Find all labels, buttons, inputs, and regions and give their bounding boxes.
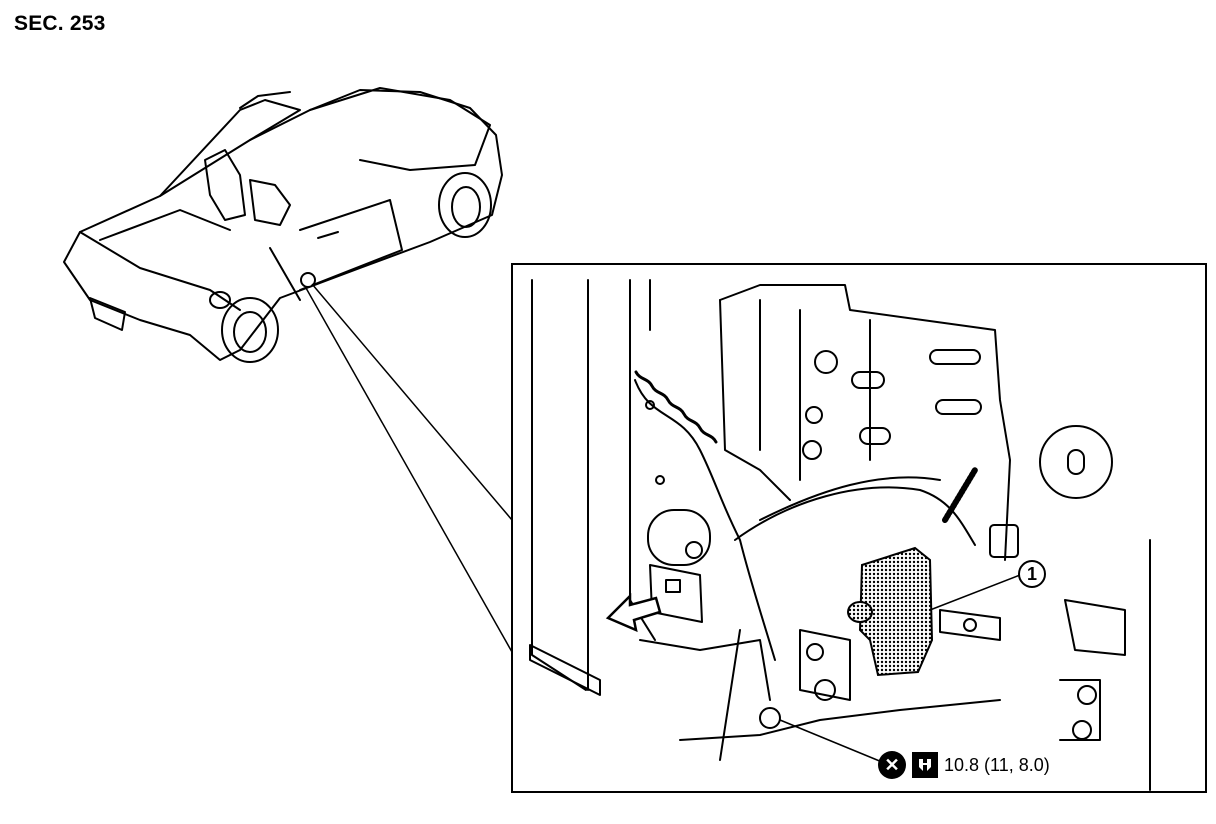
torque-value: 10.8 (11, 8.0) xyxy=(944,754,1050,775)
section-code: SEC. 253 xyxy=(14,12,106,35)
zoom-lines xyxy=(305,283,513,653)
do-not-reuse-icon: ✕ xyxy=(878,751,906,779)
part-callout-1: 1 xyxy=(1018,560,1046,588)
callout-leader-line xyxy=(929,574,1021,611)
torque-leader-line xyxy=(779,719,883,763)
detail-view-frame xyxy=(511,263,1207,793)
sensor-location-marker xyxy=(300,272,316,288)
front-direction-arrow xyxy=(605,592,662,633)
torque-wrench-icon xyxy=(912,752,938,778)
torque-spec: ✕ 10.8 (11, 8.0) xyxy=(878,748,1050,782)
detail-view xyxy=(529,279,1151,791)
car-overview xyxy=(63,87,503,363)
satellite-sensor xyxy=(847,546,934,677)
